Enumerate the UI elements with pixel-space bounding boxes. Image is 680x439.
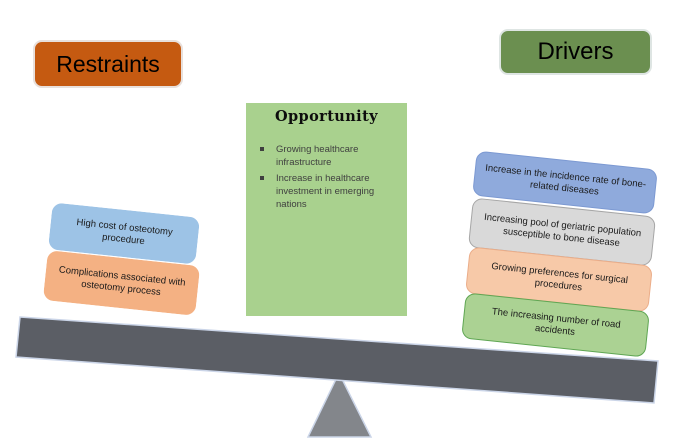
opportunity-bullet-text: Growing healthcare infrastructure (276, 144, 359, 168)
drivers-header-label: Drivers (537, 38, 614, 65)
driver-item-text: The increasing number of road accidents (491, 306, 622, 339)
drivers-header: Drivers (499, 29, 652, 75)
beam (15, 316, 659, 404)
opportunity-bullet-item: Growing healthcare infrastructure (258, 143, 399, 169)
fulcrum-triangle (306, 371, 373, 438)
driver-item-text: Growing preferences for surgical procedu… (490, 260, 629, 293)
driver-item-text: Increase in the incidence rate of bone-r… (484, 162, 647, 198)
restraint-item-text: Complications associated with osteotomy … (58, 264, 187, 299)
opportunity-title: Opportunity (274, 108, 379, 125)
restraints-header: Restraints (33, 40, 183, 88)
restraints-header-label: Restraints (56, 50, 160, 77)
restraint-item-text: High cost of osteotomy procedure (76, 216, 174, 247)
opportunity-bullet-list: Growing healthcare infrastructure Increa… (254, 143, 399, 211)
square-bullet-icon (260, 147, 264, 151)
opportunity-panel: Opportunity Growing healthcare infrastru… (246, 103, 407, 316)
opportunity-bullet-item: Increase in healthcare investment in eme… (258, 172, 399, 211)
square-bullet-icon (260, 176, 264, 180)
driver-item-text: Increasing pool of geriatric population … (483, 211, 642, 250)
opportunity-bullet-text: Increase in healthcare investment in eme… (276, 173, 375, 210)
